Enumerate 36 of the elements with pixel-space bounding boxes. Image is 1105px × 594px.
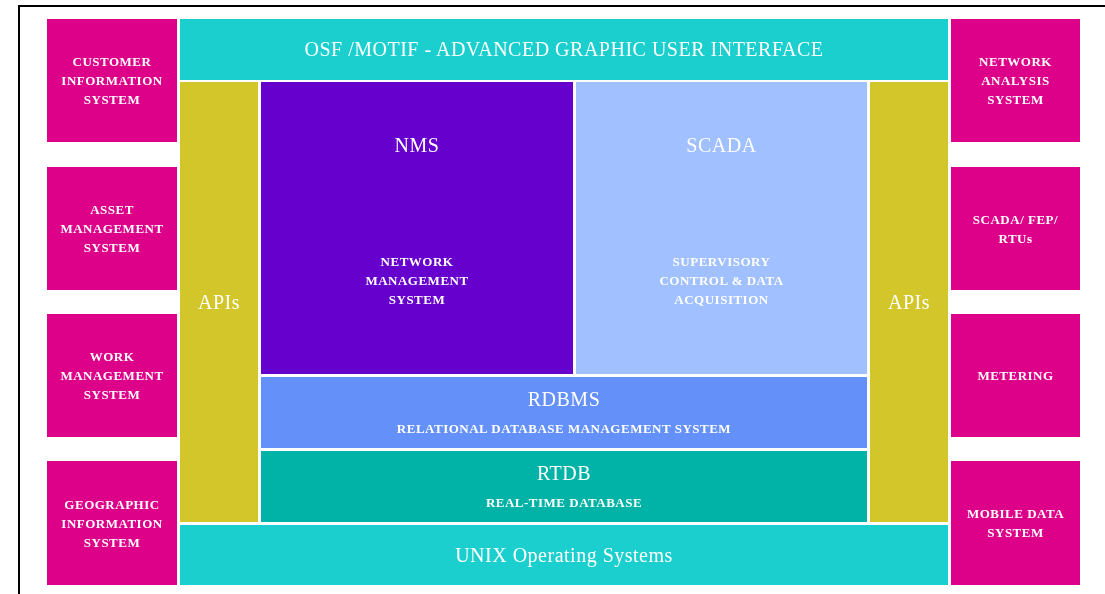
layer-bar bbox=[180, 525, 948, 585]
layer-title: APIs bbox=[198, 290, 240, 314]
system-name: MOBILE DATA SYSTEM bbox=[965, 505, 1066, 542]
module-box bbox=[576, 82, 867, 374]
database-layer bbox=[261, 451, 867, 522]
module-description: NETWORK MANAGEMENT SYSTEM bbox=[364, 253, 470, 309]
system-name: ASSET MANAGEMENT SYSTEM bbox=[59, 201, 165, 257]
module-description: SUPERVISORY CONTROL & DATA ACQUISITION bbox=[658, 253, 785, 309]
system-box bbox=[951, 19, 1080, 142]
module-description: REAL-TIME DATABASE bbox=[485, 493, 643, 512]
system-name: METERING bbox=[977, 367, 1054, 385]
system-name: WORK MANAGEMENT SYSTEM bbox=[59, 348, 165, 404]
module-box bbox=[261, 82, 573, 374]
system-box bbox=[47, 314, 177, 437]
module-heading: SCADA bbox=[686, 134, 757, 157]
module-heading: NMS bbox=[394, 134, 440, 157]
system-name: SCADA/ FEP/ RTUs bbox=[971, 210, 1060, 248]
layer-title: OSF /MOTIF - ADVANCED GRAPHIC USER INTERFACE bbox=[304, 38, 824, 61]
system-box bbox=[951, 461, 1080, 585]
module-heading: RTDB bbox=[536, 461, 592, 485]
system-box bbox=[951, 167, 1080, 290]
api-column bbox=[180, 82, 258, 522]
system-box bbox=[47, 461, 177, 585]
module-heading: RDBMS bbox=[527, 387, 601, 411]
system-box bbox=[951, 314, 1080, 437]
module-description: RELATIONAL DATABASE MANAGEMENT SYSTEM bbox=[396, 419, 732, 438]
layer-title: UNIX Operating Systems bbox=[455, 543, 673, 567]
system-name: NETWORK ANALYSIS SYSTEM bbox=[978, 53, 1053, 109]
database-layer bbox=[261, 377, 867, 448]
api-column bbox=[870, 82, 948, 522]
system-box bbox=[47, 19, 177, 142]
system-name: CUSTOMER INFORMATION SYSTEM bbox=[60, 53, 164, 109]
layer-title: APIs bbox=[888, 290, 930, 314]
system-box bbox=[47, 167, 177, 290]
system-name: GEOGRAPHIC INFORMATION SYSTEM bbox=[60, 495, 164, 552]
layer-bar bbox=[180, 19, 948, 80]
